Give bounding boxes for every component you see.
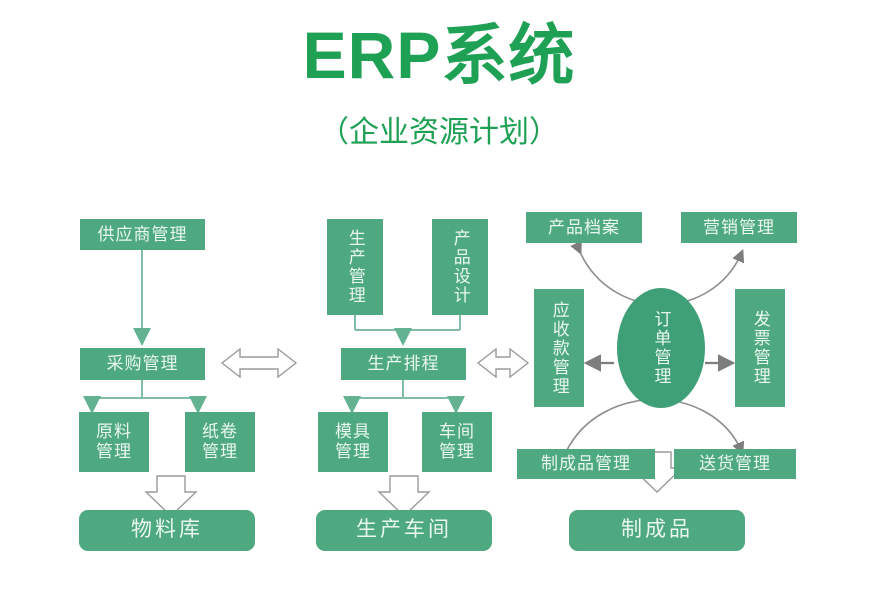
- box-delivery-management[interactable]: 送货管理: [674, 449, 796, 479]
- box-production-scheduling[interactable]: 生产排程: [341, 348, 466, 380]
- box-production-workshop[interactable]: 生产车间: [316, 510, 492, 551]
- double-arrow-procurement-production: [220, 347, 298, 379]
- ellipse-order-management[interactable]: 订单管理: [617, 288, 705, 408]
- box-marketing-management[interactable]: 营销管理: [681, 212, 797, 243]
- procurement-connectors: [83, 250, 207, 414]
- box-production-management[interactable]: 生产管理: [327, 219, 383, 315]
- box-mold-management[interactable]: 模具 管理: [318, 412, 388, 472]
- box-receivables-management[interactable]: 应收款管理: [534, 289, 584, 407]
- box-finished-goods[interactable]: 制成品: [569, 510, 745, 551]
- box-raw-material-management[interactable]: 原料 管理: [79, 412, 149, 472]
- page-title: ERP系统: [302, 18, 576, 92]
- box-invoice-management[interactable]: 发票管理: [735, 289, 785, 407]
- box-finished-goods-management[interactable]: 制成品管理: [517, 449, 655, 479]
- box-paper-roll-management[interactable]: 纸卷 管理: [185, 412, 255, 472]
- page-subtitle: （企业资源计划）: [319, 116, 559, 149]
- box-product-design[interactable]: 产品设计: [432, 219, 488, 315]
- box-procurement-management[interactable]: 采购管理: [80, 348, 205, 380]
- box-workshop-management[interactable]: 车间 管理: [422, 412, 492, 472]
- box-product-archive[interactable]: 产品档案: [526, 212, 642, 243]
- double-arrow-production-receivables: [476, 347, 530, 379]
- box-material-warehouse[interactable]: 物料库: [79, 510, 255, 551]
- box-supplier-management[interactable]: 供应商管理: [80, 219, 205, 250]
